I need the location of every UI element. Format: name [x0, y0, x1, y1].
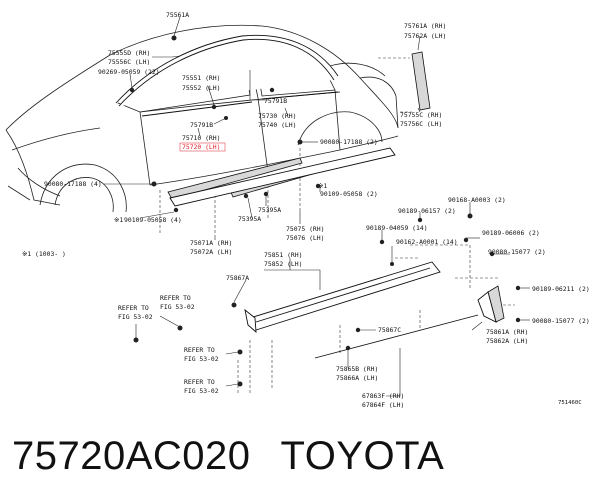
label-footnote: ※1 (1003- ): [22, 250, 66, 258]
label-refer-2a: REFER TO: [118, 304, 149, 312]
side-spoiler-strip: [314, 314, 479, 359]
label-refer-3a: REFER TO: [184, 346, 215, 354]
label-note1-r: ※1: [318, 182, 327, 190]
caption-brand: TOYOTA: [280, 434, 445, 478]
label-75710: 75710 (RH): [182, 134, 220, 142]
label-75071A: 75071A (RH): [190, 239, 232, 247]
label-75851: 75851 (RH): [264, 251, 302, 259]
highlight-box-75720: [179, 142, 226, 152]
label-refer-2b: FIG 53-02: [118, 313, 153, 321]
label-75555D: 75555D (RH): [108, 49, 150, 57]
label-75861A: 75861A (RH): [486, 328, 528, 336]
caption-bar: 75720AC020 TOYOTA: [12, 428, 444, 484]
label-75791B-top: 75791B: [264, 97, 287, 105]
label-75762A: 75762A (LH): [404, 32, 446, 40]
caption-part-number: 75720AC020: [12, 434, 251, 478]
label-75756C: 75756C (LH): [400, 120, 442, 128]
label-refer-3b: FIG 53-02: [184, 355, 219, 363]
rocker-panel-cover: [249, 261, 441, 331]
label-90080-15077-b: 90080-15077 (2): [532, 317, 590, 325]
label-note1-l: ※1: [114, 216, 123, 224]
label-75076: 75076 (LH): [286, 234, 324, 242]
label-75862A: 75862A (LH): [486, 337, 528, 345]
label-figure-id: 751460C: [558, 400, 582, 406]
label-90080-17188-r: 90080-17188 (2): [320, 138, 378, 146]
label-90080-17188-l: 90080-17188 (4): [44, 180, 102, 188]
rocker-panel-moulding: [169, 147, 396, 207]
label-75791B-mid: 75791B: [190, 121, 213, 129]
label-refer-1a: REFER TO: [160, 294, 191, 302]
leader-lines: [104, 16, 530, 397]
label-67864F: 67864F (LH): [362, 401, 404, 409]
label-75556C: 75556C (LH): [108, 58, 150, 66]
label-75867C: 75867C: [378, 326, 401, 334]
label-90189-06157: 90189-06157 (2): [398, 207, 456, 215]
label-75755C: 75755C (RH): [400, 111, 442, 119]
label-75075: 75075 (RH): [286, 225, 324, 233]
label-90189-06006: 90189-06006 (2): [482, 229, 540, 237]
label-90162: 90162-A0001 (14): [396, 238, 458, 246]
label-refer-4a: REFER TO: [184, 378, 215, 386]
rear-pillar-garnish: [411, 51, 431, 111]
front-door-outside-moulding: [167, 157, 303, 200]
label-90080-15077-a: 90080-15077 (2): [488, 248, 546, 256]
label-refer-4b: FIG 53-02: [184, 387, 219, 395]
label-75552: 75552 (LH): [182, 84, 220, 92]
label-75867A: 75867A: [226, 274, 249, 282]
parts: [115, 34, 521, 387]
label-90189-06211: 90189-06211 (2): [532, 285, 590, 293]
label-75395A-a: 75395A: [258, 206, 281, 214]
callout-labels: 75561A 75555D (RH) 75556C (LH) 90269-050…: [22, 11, 590, 409]
label-75865B: 75865B (RH): [336, 365, 378, 373]
label-refer-1b: FIG 53-02: [160, 303, 195, 311]
label-75730: 75730 (RH): [258, 112, 296, 120]
label-75761A: 75761A (RH): [404, 22, 446, 30]
label-75561A: 75561A: [166, 11, 189, 19]
label-90168: 90168-A0003 (2): [448, 196, 506, 204]
label-67863F: 67863F (RH): [362, 392, 404, 400]
label-75072A: 75072A (LH): [190, 248, 232, 256]
label-90269: 90269-05059 (22): [98, 68, 160, 76]
label-75740: 75740 (LH): [258, 121, 296, 129]
label-75720-highlighted: 75720 (LH): [182, 143, 220, 151]
label-90189-04059: 90189-04059 (14): [366, 224, 428, 232]
label-90109-r: 90109-05058 (2): [320, 190, 378, 198]
label-75866A: 75866A (LH): [336, 374, 378, 382]
label-75395A-b: 75395A: [238, 215, 261, 223]
parts-diagram: 75561A 75555D (RH) 75556C (LH) 90269-050…: [5, 11, 590, 409]
label-90109-l: 90109-05058 (4): [124, 216, 182, 224]
label-75551: 75551 (RH): [182, 74, 220, 82]
label-75852: 75852 (LH): [264, 260, 302, 268]
